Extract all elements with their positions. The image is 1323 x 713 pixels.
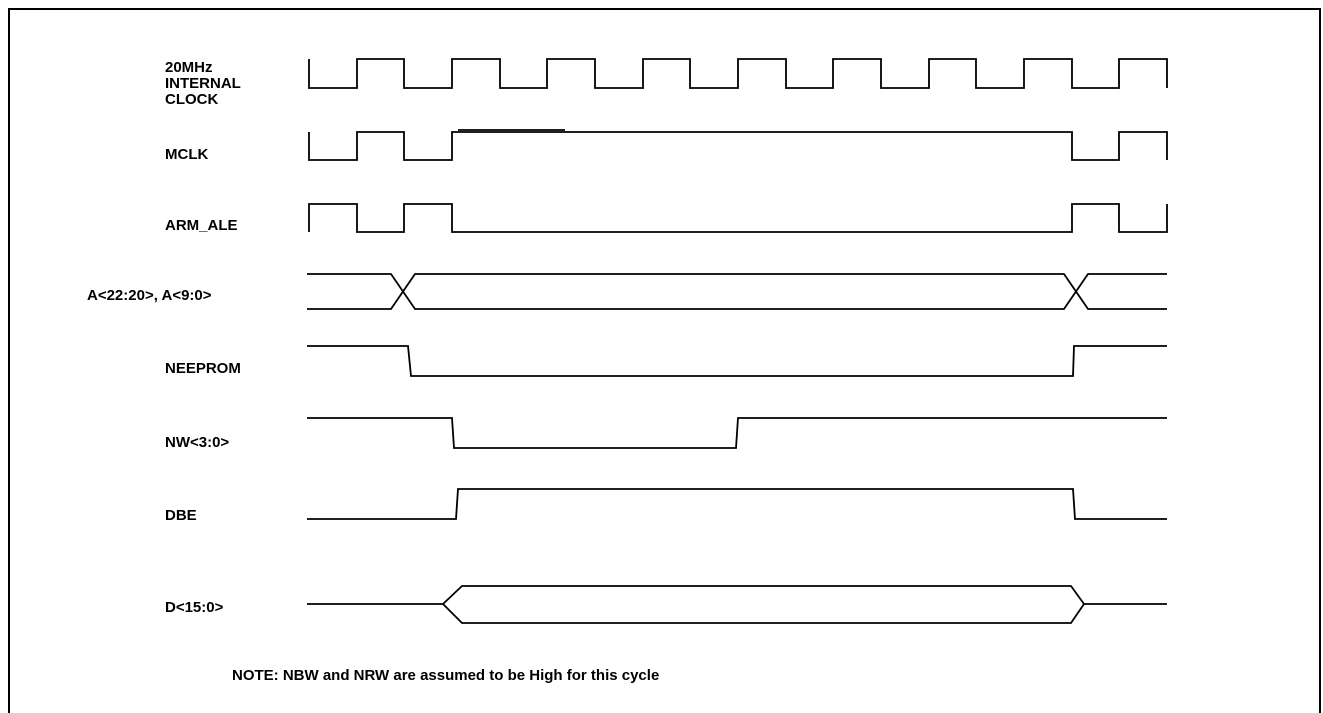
- address-bus-waveform: [307, 273, 1167, 310]
- clock-label-line3: CLOCK: [165, 91, 218, 108]
- neeprom-waveform: [307, 345, 1167, 377]
- data-bus-waveform: [307, 585, 1167, 624]
- mclk-label: MCLK: [165, 146, 208, 163]
- clock-label-line2: INTERNAL: [165, 75, 241, 92]
- clock-label-line1: 20MHz: [165, 59, 213, 76]
- dbe-label: DBE: [165, 507, 197, 524]
- clock-waveform: [308, 58, 1168, 89]
- diagram-frame: [8, 8, 1321, 713]
- data-label: D<15:0>: [165, 599, 224, 616]
- mclk-waveform: [308, 131, 1168, 161]
- arm-ale-label: ARM_ALE: [165, 217, 238, 234]
- arm-ale-waveform: [308, 203, 1168, 233]
- note-text: NOTE: NBW and NRW are assumed to be High…: [232, 667, 659, 684]
- nw-waveform: [307, 417, 1167, 449]
- nw-label: NW<3:0>: [165, 434, 229, 451]
- dbe-waveform: [307, 488, 1167, 520]
- neeprom-label: NEEPROM: [165, 360, 241, 377]
- address-label: A<22:20>, A<9:0>: [87, 287, 212, 304]
